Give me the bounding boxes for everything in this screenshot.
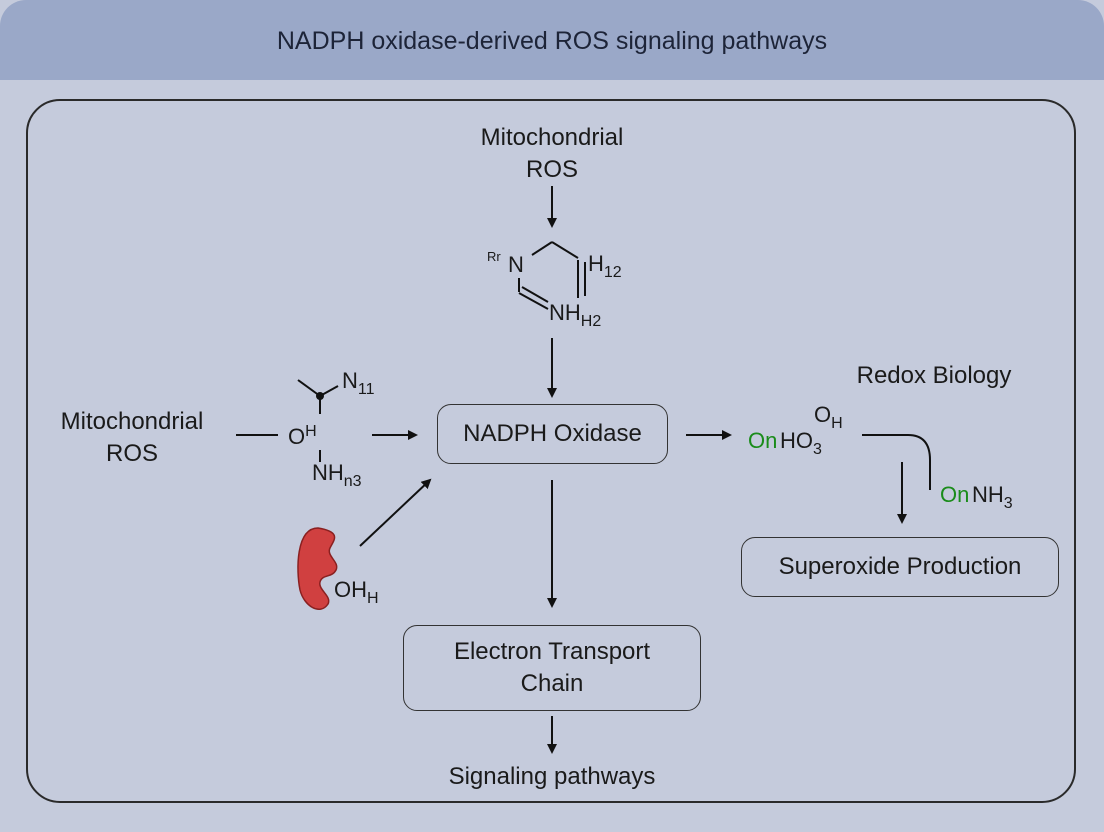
left-nh-text: NH bbox=[312, 460, 344, 485]
right-on2-label: On bbox=[940, 482, 970, 507]
ring-nh-sub: H2 bbox=[580, 313, 602, 330]
ring-h-sub: 12 bbox=[603, 264, 622, 281]
header-bar bbox=[0, 0, 1104, 80]
oh-text: OH bbox=[334, 577, 367, 602]
oh-label: OHH bbox=[334, 577, 379, 607]
nadph-oxidase-node: NADPH Oxidase bbox=[437, 404, 668, 464]
signaling-pathways-label: Signaling pathways bbox=[448, 763, 656, 790]
ring-nh-label: NHH2 bbox=[549, 300, 601, 330]
left-source-label: Mitochondrial ROS bbox=[60, 408, 204, 467]
right-nh-text: NH bbox=[972, 482, 1004, 507]
electron-transport-chain-node: Electron Transport Chain bbox=[403, 625, 701, 711]
right-o-text: O bbox=[814, 402, 832, 427]
left-structure-node bbox=[316, 392, 324, 400]
left-nh-sub: n3 bbox=[343, 473, 362, 490]
left-nh-label: NHn3 bbox=[312, 460, 362, 490]
left-n-sub: 11 bbox=[357, 381, 375, 398]
left-n-label: N11 bbox=[342, 368, 375, 398]
left-o-text: O bbox=[288, 424, 306, 449]
right-on1-label: On bbox=[748, 428, 778, 453]
ring-structure bbox=[518, 241, 586, 310]
right-nh-label: NH3 bbox=[972, 482, 1013, 512]
right-ho-label: HO3 bbox=[780, 428, 822, 458]
ring-r-label: Rr bbox=[487, 249, 501, 264]
right-o-label: OH bbox=[814, 402, 843, 432]
oh-sub: H bbox=[367, 590, 379, 607]
left-o-sup: H bbox=[305, 423, 317, 440]
top-source-label: Mitochondrial ROS bbox=[480, 124, 624, 183]
right-o-sub: H bbox=[831, 415, 843, 432]
kidney-icon bbox=[297, 527, 338, 610]
arrow-oh-to-nadph bbox=[359, 478, 432, 547]
ring-n-label: N bbox=[508, 252, 524, 277]
redox-biology-label: Redox Biology bbox=[856, 362, 1012, 389]
right-nh-sub: 3 bbox=[1003, 495, 1013, 512]
right-ho-text: HO bbox=[780, 428, 813, 453]
ring-h-label: H12 bbox=[588, 251, 622, 281]
ring-h-text: H bbox=[588, 251, 604, 276]
left-n-text: N bbox=[342, 368, 358, 393]
diagram-frame bbox=[26, 99, 1076, 803]
left-o-label: OH bbox=[288, 423, 317, 450]
ring-nh-text: NH bbox=[549, 300, 581, 325]
curve-right-chem bbox=[862, 434, 931, 490]
right-ho-sub: 3 bbox=[813, 441, 822, 458]
page-title: NADPH oxidase-derived ROS signaling path… bbox=[276, 27, 828, 55]
superoxide-production-node: Superoxide Production bbox=[741, 537, 1059, 597]
